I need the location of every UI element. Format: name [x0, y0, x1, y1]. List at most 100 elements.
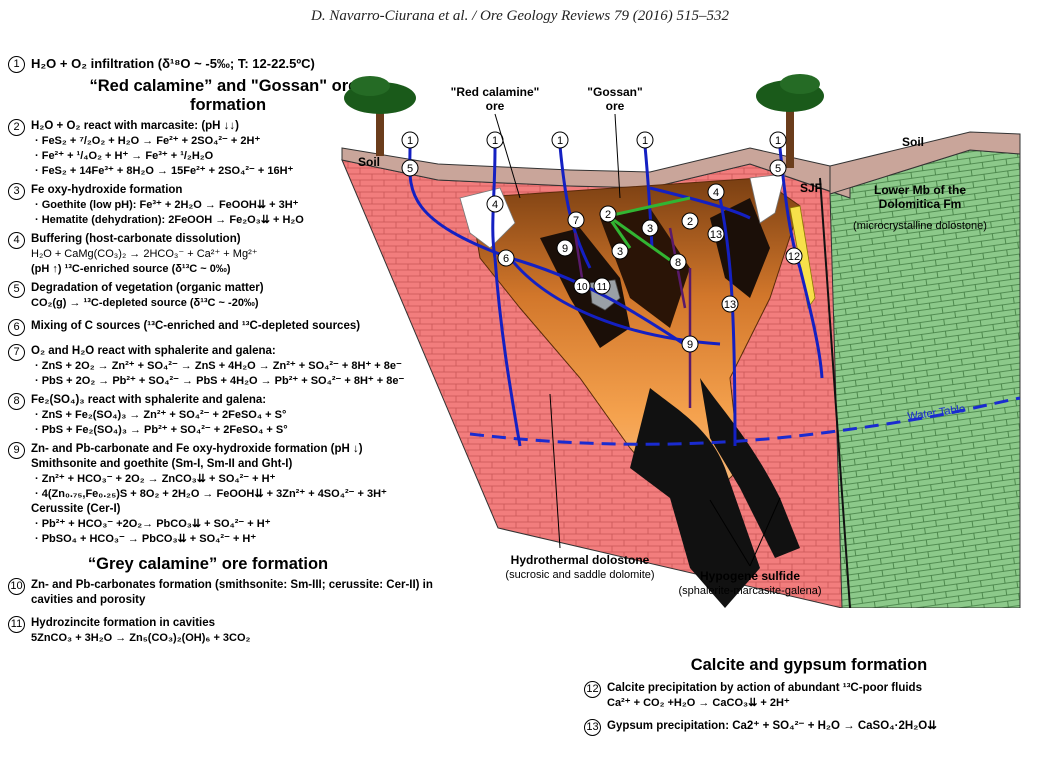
- equation: · Fe²⁺ + ¹/₄O₂ + H⁺ → Fe³⁺ + ¹/₂H₂O: [35, 150, 214, 162]
- equation: Ca²⁺ + CO₂ +H₂O → CaCO₃⇊ + 2H⁺: [607, 697, 790, 709]
- sulfide-body: [630, 388, 760, 608]
- legend-num: 1: [8, 56, 25, 73]
- equation: · Pb²⁺ + HCO₃⁻ +2O₂→ PbCO₃⇊ + SO₄²⁻ + H⁺: [35, 518, 271, 530]
- step-marker-label: 4: [713, 187, 719, 199]
- legend-subtitle: Smithsonite and goethite (Sm-I, Sm-II an…: [31, 458, 293, 470]
- water-table: [469, 396, 1021, 446]
- step-marker-label: 1: [642, 135, 648, 147]
- section-grey-calamine-title: “Grey calamine” ore formation: [87, 555, 329, 573]
- step-marker-label: 4: [492, 199, 498, 211]
- equation: · 4(Zn₀.₇₅,Fe₀.₂₅)S + 8O₂ + 2H₂O → FeOOH…: [35, 488, 387, 500]
- legend-title: Degradation of vegetation (organic matte…: [31, 282, 264, 294]
- legend-num: 3: [8, 183, 25, 200]
- legend-item-1: 1 H₂O + O₂ infiltration (δ¹⁸O ~ -5‰; T: …: [8, 56, 478, 73]
- fluid-flow-arrows: [408, 145, 824, 447]
- legend-num: 11: [8, 616, 25, 633]
- sjf-label: SJF: [800, 181, 822, 195]
- soil-layer-right: [829, 131, 1021, 195]
- step-marker-label: 1: [407, 135, 413, 147]
- tree-left-icon: [344, 76, 416, 156]
- legend-num: 8: [8, 393, 25, 410]
- step-marker: 5: [769, 159, 787, 177]
- step-marker: 9: [556, 239, 574, 257]
- step-marker: 6: [497, 249, 515, 267]
- step-marker-label: 8: [675, 257, 681, 269]
- step-marker-label: 9: [687, 339, 693, 351]
- hydrothermal-label: Hydrothermal dolostone: [511, 553, 650, 567]
- red-calamine-label-line2: ore: [486, 99, 505, 113]
- legend-subtitle: Cerussite (Cer-I): [31, 503, 121, 515]
- step-marker: 2: [599, 205, 617, 223]
- soil-label-left: Soil: [358, 155, 380, 169]
- equation: 5ZnCO₃ + 3H₂O → Zn₅(CO₃)₂(OH)₆ + 3CO₂: [31, 632, 251, 644]
- step-marker: 1: [551, 131, 569, 149]
- legend-num: 6: [8, 319, 25, 336]
- step-marker: 1: [769, 131, 787, 149]
- hypogene-sublabel: (sphalerite-marcasite-galena): [678, 585, 821, 597]
- step-marker: 10: [573, 277, 591, 295]
- equation: · Hematite (dehydration): 2FeOOH → Fe₂O₃…: [35, 214, 304, 226]
- legend-title: Hydrozincite formation in cavities: [31, 617, 216, 629]
- equation: · Zn²⁺ + HCO₃⁻ + 2O₂ → ZnCO₃⇊ + SO₄²⁻ + …: [35, 473, 276, 485]
- step-marker-label: 10: [576, 282, 588, 293]
- legend-num: 9: [8, 442, 25, 459]
- step-marker-label: 1: [492, 135, 498, 147]
- step-marker-label: 12: [788, 251, 800, 263]
- hypogene-label: Hypogene sulfide: [700, 569, 800, 583]
- step-marker: 11: [593, 277, 611, 295]
- legend-title: H₂O + O₂ infiltration (δ¹⁸O ~ -5‰; T: 12…: [31, 56, 315, 71]
- step-marker-label: 3: [647, 223, 653, 235]
- gossan-label-line2: ore: [606, 99, 625, 113]
- legend-num: 13: [584, 719, 601, 736]
- step-marker-label: 2: [605, 209, 611, 221]
- legend-num: 4: [8, 232, 25, 249]
- soil-label-right: Soil: [902, 135, 924, 149]
- step-marker: 12: [785, 247, 803, 265]
- step-marker-label: 5: [407, 163, 413, 175]
- legend-title: Fe oxy-hydroxide formation: [31, 184, 183, 196]
- legend-num: 2: [8, 119, 25, 136]
- legend-num: 7: [8, 344, 25, 361]
- legend-title: Buffering (host-carbonate dissolution): [31, 233, 241, 245]
- citation-header: D. Navarro-Ciurana et al. / Ore Geology …: [310, 8, 729, 24]
- step-marker-label: 7: [573, 215, 579, 227]
- legend-title: Calcite precipitation by action of abund…: [607, 682, 922, 694]
- legend-item-6: 6 Mixing of C sources (¹³C-enriched and …: [8, 319, 478, 336]
- step-marker: 8: [669, 253, 687, 271]
- legend-title: Fe₂(SO₄)₃ react with sphalerite and gale…: [31, 394, 267, 406]
- step-marker-label: 11: [597, 282, 608, 293]
- step-marker-label: 9: [562, 243, 568, 255]
- legend-item-9: 9 Zn- and Pb-carbonate and Fe oxy-hydrox…: [8, 442, 478, 547]
- legend-title: O₂ and H₂O react with sphalerite and gal…: [31, 345, 276, 357]
- legend-item-5: 5 Degradation of vegetation (organic mat…: [8, 281, 478, 311]
- legend-title: Mixing of C sources (¹³C-enriched and ¹³…: [31, 320, 361, 332]
- equation: · PbS + 2O₂ → Pb²⁺ + SO₄²⁻ → PbS + 4H₂O …: [35, 375, 405, 387]
- step-marker: 5: [401, 159, 419, 177]
- step-marker: 3: [641, 219, 659, 237]
- legend-title: Zn- and Pb-carbonate and Fe oxy-hydroxid…: [31, 443, 363, 455]
- microcrystalline-label: (microcrystalline dolostone): [853, 220, 987, 232]
- step-marker-label: 1: [775, 135, 781, 147]
- diagram-step-markers: 1 5 1 1 1 1 5 4 7 2 3 2 4 9 3 6 8 13 10 …: [401, 131, 803, 353]
- sulfide-body: [700, 378, 800, 558]
- step-marker-label: 13: [724, 299, 736, 311]
- step-marker-label: 3: [617, 246, 623, 258]
- step-marker-label: 6: [503, 253, 509, 265]
- legend-title: Zn- and Pb-carbonates formation (smithso…: [31, 579, 433, 606]
- legend-item-3: 3 Fe oxy-hydroxide formation · Goethite …: [8, 183, 478, 228]
- equation: CO₂(g) → ¹³C-depleted source (δ¹³C ~ -20…: [31, 297, 259, 309]
- equation: (pH ↑) ¹³C-enriched source (δ¹³C ~ 0‰): [31, 263, 231, 275]
- step-marker-label: 13: [710, 229, 722, 241]
- equation: · FeS₂ + 14Fe³⁺ + 8H₂O → 15Fe²⁺ + 2SO₄²⁻…: [35, 165, 294, 177]
- legend-item-13: 13 Gypsum precipitation: Ca2⁺ + SO₄²⁻ + …: [584, 719, 1034, 736]
- section-calcite-title: Calcite and gypsum formation: [690, 656, 928, 674]
- red-calamine-label: "Red calamine": [451, 85, 540, 99]
- equation: · Goethite (low pH): Fe³⁺ + 2H₂O → FeOOH…: [35, 199, 299, 211]
- sjf-fault: [819, 177, 851, 608]
- equation: H₂O + CaMg(CO₃)₂ → 2HCO₃⁻ + Ca²⁺ + Mg²⁺: [31, 248, 258, 260]
- equation: · FeS₂ + ⁷/₂O₂ + H₂O → Fe²⁺ + 2SO₄²⁻ + 2…: [35, 135, 261, 147]
- step-marker: 1: [636, 131, 654, 149]
- cross-section-diagram: 1 5 1 1 1 1 5 4 7 2 3 2 4 9 3 6 8 13 10 …: [341, 74, 1021, 608]
- legend-item-2: 2 H₂O + O₂ react with marcasite: (pH ↓↓)…: [8, 119, 478, 179]
- white-cavity: [749, 173, 786, 224]
